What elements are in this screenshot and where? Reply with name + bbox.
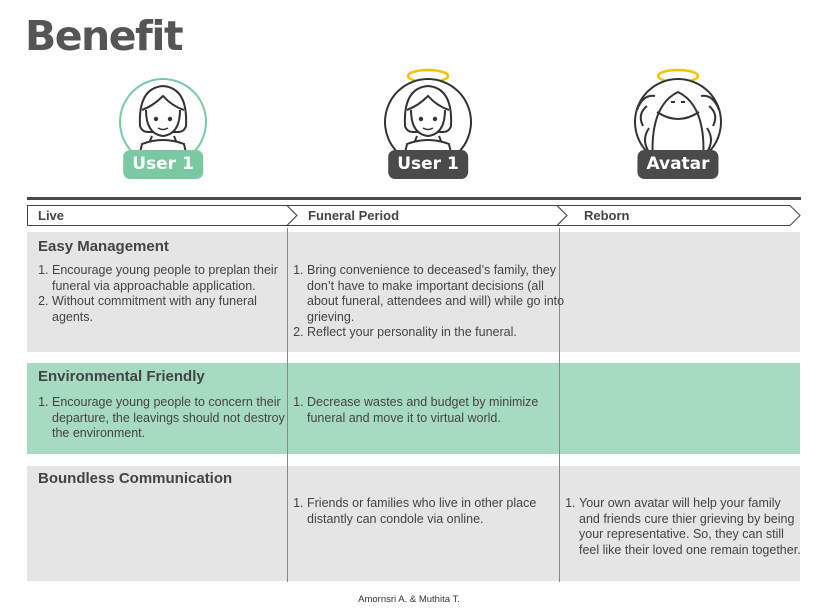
timeline-rule bbox=[27, 197, 801, 200]
reborn-benefits-list: Your own avatar will help your family an… bbox=[565, 496, 805, 558]
list-item: Reflect your personality in the funeral. bbox=[307, 325, 569, 341]
list-item: Your own avatar will help your family an… bbox=[579, 496, 805, 558]
persona-badge: User 1 bbox=[123, 150, 203, 179]
funeral-benefits-list: Friends or families who live in other pl… bbox=[293, 496, 569, 527]
list-item: Encourage young people to concern their … bbox=[52, 395, 294, 442]
page-title: Benefit bbox=[25, 12, 184, 60]
persona-badge: Avatar bbox=[637, 150, 719, 179]
phase-arrow-reborn bbox=[555, 205, 801, 226]
phase-label-reborn: Reborn bbox=[584, 208, 630, 223]
persona-reborn: Avatar bbox=[623, 66, 733, 186]
persona-live: User 1 bbox=[108, 66, 218, 186]
persona-badge: User 1 bbox=[388, 150, 468, 179]
list-item: Friends or families who live in other pl… bbox=[307, 496, 569, 527]
band-boundless-communication bbox=[27, 466, 800, 581]
persona-funeral: User 1 bbox=[373, 66, 483, 186]
woman-face-icon bbox=[119, 78, 207, 166]
category-title: Environmental Friendly bbox=[38, 368, 205, 385]
list-item: Encourage young people to preplan their … bbox=[52, 263, 292, 294]
funeral-benefits-list: Bring convenience to deceased’s family, … bbox=[293, 263, 569, 341]
band-easy-management bbox=[27, 232, 800, 352]
live-benefits-list: Encourage young people to preplan their … bbox=[38, 263, 292, 325]
category-title: Easy Management bbox=[38, 238, 169, 255]
phase-arrows bbox=[27, 205, 801, 226]
list-item: Bring convenience to deceased’s family, … bbox=[307, 263, 569, 325]
list-item: Decrease wastes and budget by minimize f… bbox=[307, 395, 569, 426]
band-environmental-friendly bbox=[27, 363, 800, 454]
column-divider bbox=[559, 228, 560, 582]
category-title: Boundless Communication bbox=[38, 470, 233, 487]
column-divider bbox=[287, 228, 288, 582]
phase-arrow-live bbox=[27, 205, 298, 226]
ghost-avatar-icon bbox=[634, 68, 722, 166]
live-benefits-list: Encourage young people to concern their … bbox=[38, 395, 294, 442]
funeral-benefits-list: Decrease wastes and budget by minimize f… bbox=[293, 395, 569, 426]
phase-label-funeral: Funeral Period bbox=[308, 208, 400, 223]
list-item: Without commitment with any funeral agen… bbox=[52, 294, 292, 325]
phase-label-live: Live bbox=[38, 208, 65, 223]
credit-line: Amornsri A. & Muthita T. bbox=[358, 594, 460, 605]
